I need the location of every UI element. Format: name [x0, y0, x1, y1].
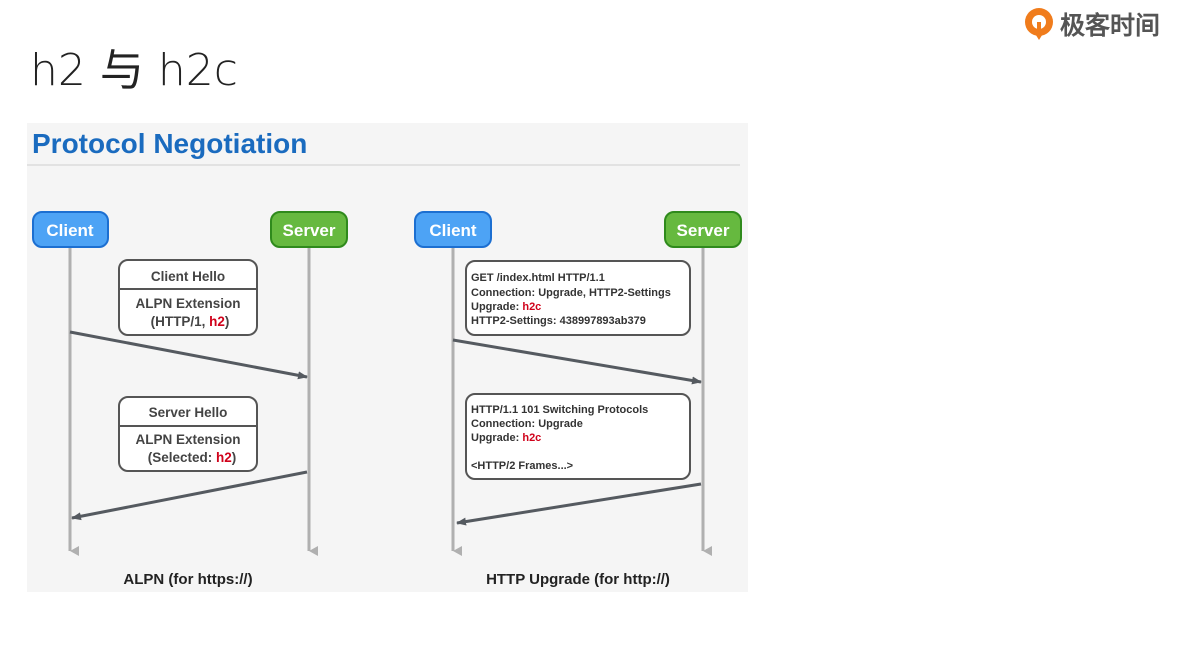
upgrade-request-arrow — [452, 338, 702, 385]
server-label: Server — [283, 221, 336, 240]
diagram-title: Protocol Negotiation — [32, 128, 307, 159]
server-node: Server — [270, 211, 348, 248]
response-line2: Connection: Upgrade — [471, 418, 583, 430]
server-hello-line2: (Selected: h2) — [148, 450, 237, 465]
client-hello-arrow — [69, 330, 308, 380]
request-line4: HTTP2-Settings: 438997893ab379 — [471, 315, 646, 327]
logo-icon — [1025, 8, 1053, 40]
slide-title: h2 与 h2c — [30, 45, 238, 96]
response-line4: <HTTP/2 Frames...> — [471, 460, 573, 472]
server-hello-header: Server Hello — [149, 405, 228, 420]
upgrade-server-label: Server — [677, 221, 730, 240]
client-hello-line1: ALPN Extension — [135, 296, 240, 311]
client-hello-header: Client Hello — [151, 269, 225, 284]
server-hello-arrow — [71, 470, 308, 521]
request-line1: GET /index.html HTTP/1.1 — [471, 272, 605, 284]
upgrade-client-node: Client — [414, 211, 492, 248]
logo: 极客时间 — [1022, 6, 1160, 42]
client-hello-line2: (HTTP/1, h2) — [151, 314, 230, 329]
alpn-caption: ALPN (for https://) — [123, 571, 252, 588]
client-hello-box: Client Hello ALPN Extension (HTTP/1, h2) — [118, 259, 258, 336]
client-label: Client — [46, 221, 94, 240]
request-line2: Connection: Upgrade, HTTP2-Settings — [471, 287, 671, 299]
response-line1: HTTP/1.1 101 Switching Protocols — [471, 404, 648, 416]
diagram-background — [27, 123, 748, 592]
upgrade-caption: HTTP Upgrade (for http://) — [486, 571, 670, 588]
request-line3: Upgrade: h2c — [471, 301, 541, 313]
server-hello-line1: ALPN Extension — [135, 432, 240, 447]
upgrade-client-label: Client — [429, 221, 477, 240]
client-node: Client — [32, 211, 109, 248]
upgrade-response-arrow — [456, 482, 702, 526]
response-line3: Upgrade: h2c — [471, 432, 541, 444]
upgrade-response-box: HTTP/1.1 101 Switching Protocols Connect… — [465, 393, 691, 480]
server-hello-box: Server Hello ALPN Extension (Selected: h… — [118, 396, 258, 472]
logo-text: 极客时间 — [1060, 11, 1161, 40]
upgrade-server-node: Server — [664, 211, 742, 248]
upgrade-request-box: GET /index.html HTTP/1.1 Connection: Upg… — [465, 260, 691, 336]
